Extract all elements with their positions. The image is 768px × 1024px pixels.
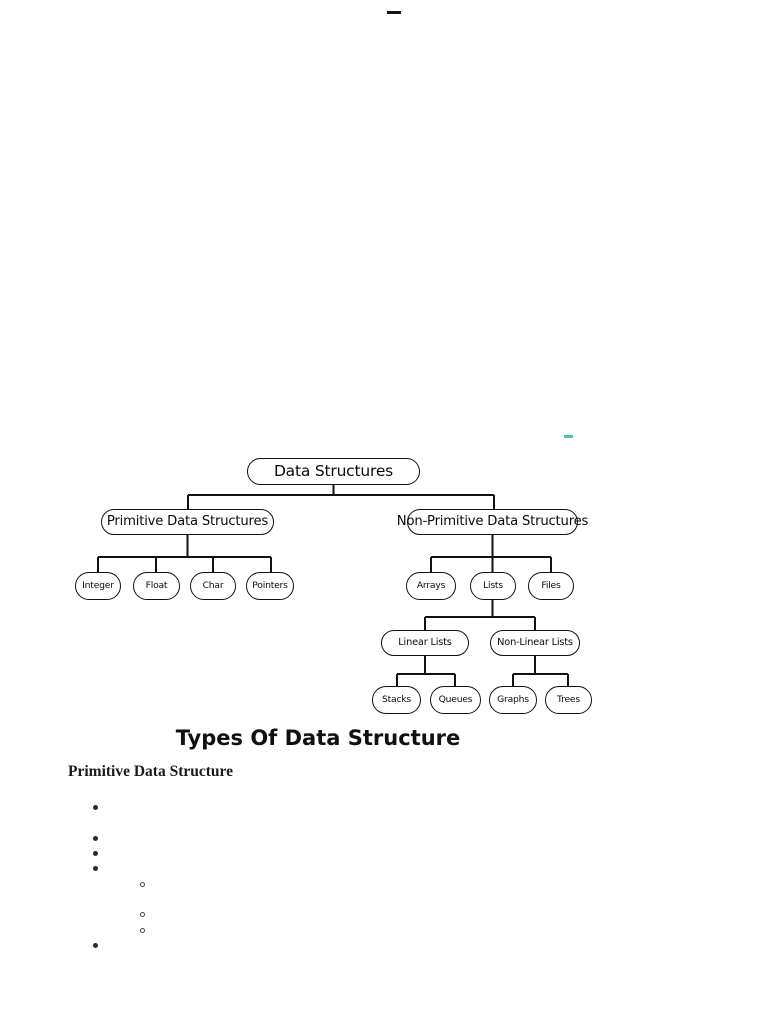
node-queues: Queues	[430, 686, 481, 714]
list-item	[93, 805, 98, 810]
node-primitive-data-structures: Primitive Data Structures	[101, 509, 274, 535]
list-item	[93, 836, 98, 841]
node-pointers: Pointers	[246, 572, 294, 600]
node-char: Char	[190, 572, 236, 600]
node-float: Float	[133, 572, 180, 600]
list-item	[93, 943, 98, 948]
list-item	[140, 912, 145, 917]
node-non-linear-lists: Non-Linear Lists	[490, 630, 580, 656]
node-files: Files	[528, 572, 574, 600]
green-highlight-mark	[564, 435, 573, 438]
top-dash-mark	[387, 11, 401, 14]
node-arrays: Arrays	[406, 572, 456, 600]
list-item	[140, 928, 145, 933]
node-linear-lists: Linear Lists	[381, 630, 469, 656]
page-title: Types Of Data Structure	[175, 726, 461, 750]
node-trees: Trees	[545, 686, 592, 714]
list-item	[93, 866, 98, 871]
node-data-structures: Data Structures	[247, 458, 420, 485]
node-graphs: Graphs	[489, 686, 537, 714]
node-integer: Integer	[75, 572, 121, 600]
node-lists: Lists	[470, 572, 516, 600]
node-stacks: Stacks	[372, 686, 421, 714]
node-non-primitive-data-structures: Non-Primitive Data Structures	[397, 509, 588, 535]
list-item	[140, 882, 145, 887]
list-item	[93, 851, 98, 856]
section-subheading: Primitive Data Structure	[68, 763, 233, 780]
